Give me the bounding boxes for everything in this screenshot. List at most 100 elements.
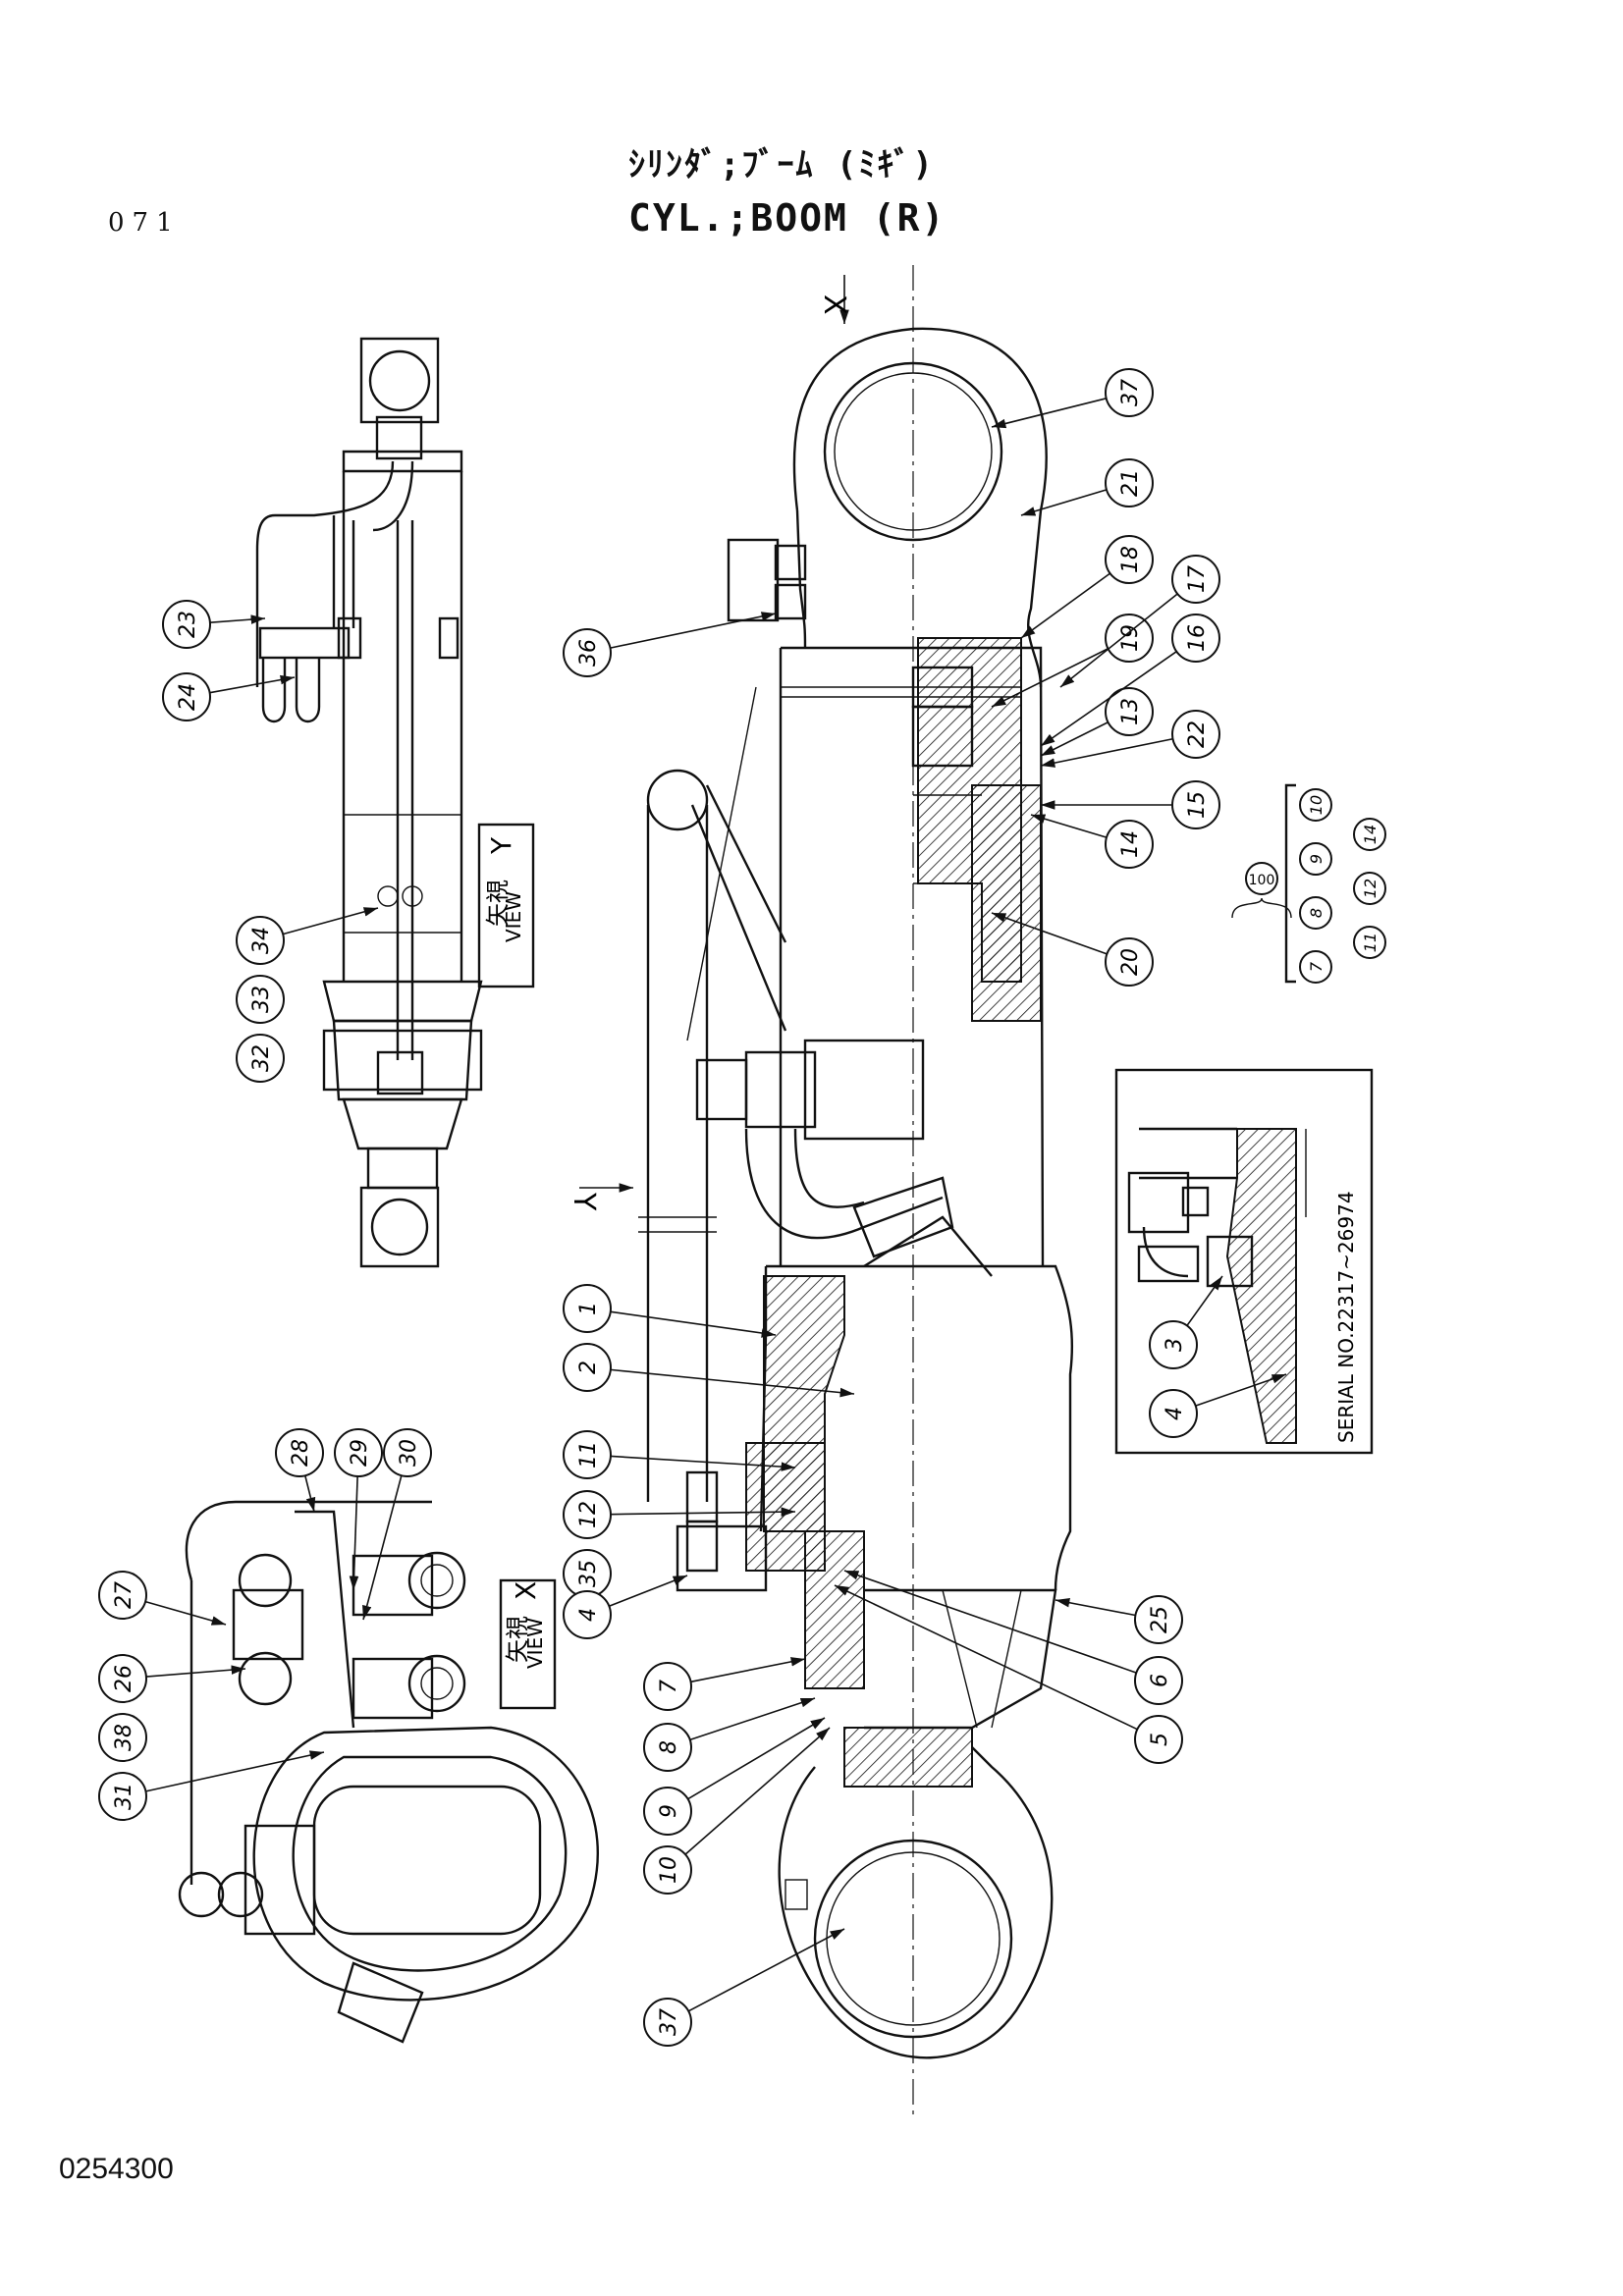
leader-c5 xyxy=(834,1584,1138,1731)
callout-number-c38: 38 xyxy=(112,1724,136,1751)
view-x-label-en: VIEW xyxy=(523,1618,547,1669)
leader-c37a xyxy=(991,398,1107,429)
kit-item-number-11: 11 xyxy=(1361,933,1380,952)
callout-bubble-c38 xyxy=(98,1713,147,1762)
callout-number-c37b: 37 xyxy=(657,2008,681,2036)
leader-c17 xyxy=(1059,593,1178,688)
leader-c4 xyxy=(609,1575,688,1607)
arrow-y-label: Y xyxy=(567,1192,601,1211)
callout-number-c4i: 4 xyxy=(1163,1407,1187,1420)
serial-inset: SERIAL NO.22317~26974 xyxy=(1114,1068,1374,1455)
kit-item-number-14: 14 xyxy=(1361,825,1380,844)
leader-c37b xyxy=(687,1928,845,2012)
callout-number-c16: 16 xyxy=(1185,624,1210,652)
callout-number-c34: 34 xyxy=(249,927,274,954)
leader-c18 xyxy=(1020,572,1111,639)
view-y-letter: Y xyxy=(485,836,517,855)
callout-bubble-c8 xyxy=(643,1723,692,1772)
callout-bubble-c31 xyxy=(98,1772,147,1821)
leader-c26 xyxy=(145,1665,246,1678)
callout-number-c11: 11 xyxy=(576,1441,601,1468)
leader-c29 xyxy=(349,1475,359,1591)
leader-c21 xyxy=(1020,489,1108,516)
callout-bubble-c16 xyxy=(1171,614,1220,663)
callout-number-c37a: 37 xyxy=(1118,379,1143,406)
callout-number-c6: 6 xyxy=(1148,1674,1172,1687)
leader-c4i xyxy=(1195,1373,1287,1407)
view-x-drawing: 矢視 VIEW X xyxy=(178,1500,599,2044)
callout-number-c2: 2 xyxy=(576,1361,601,1374)
kit-item-bubble-9 xyxy=(1299,842,1332,876)
view-x-letter: X xyxy=(510,1581,542,1600)
callout-number-c23: 23 xyxy=(176,611,200,638)
drawing-number: 0254300 xyxy=(59,2153,174,2185)
callout-number-c22: 22 xyxy=(1185,721,1210,748)
callout-number-c20: 20 xyxy=(1118,948,1143,976)
leader-c24 xyxy=(209,674,296,694)
callout-bubble-c2 xyxy=(563,1343,612,1392)
leader-c36 xyxy=(610,612,777,649)
callout-number-c24: 24 xyxy=(176,683,200,711)
kit-item-number-10: 10 xyxy=(1307,795,1325,815)
serial-note: SERIAL NO.22317~26974 xyxy=(1334,1191,1358,1443)
callout-bubble-c30 xyxy=(383,1428,432,1477)
callout-bubble-c4i xyxy=(1149,1389,1198,1438)
callout-number-c36: 36 xyxy=(576,639,601,667)
kit-item-bubble-10 xyxy=(1299,788,1332,822)
leader-c22 xyxy=(1040,737,1173,768)
leader-c30 xyxy=(362,1474,403,1621)
callout-bubble-c37a xyxy=(1105,368,1154,417)
callout-number-c35: 35 xyxy=(576,1560,601,1587)
leader-c25 xyxy=(1055,1597,1136,1617)
callout-number-c15: 15 xyxy=(1185,791,1210,819)
callout-bubble-c4 xyxy=(563,1590,612,1639)
kit-item-number-12: 12 xyxy=(1361,879,1380,898)
callout-number-c3i: 3 xyxy=(1163,1338,1187,1352)
callout-bubble-c23 xyxy=(162,600,211,649)
callout-bubble-c17 xyxy=(1171,555,1220,604)
callout-bubble-c28 xyxy=(275,1428,324,1477)
title-english: CYL.;BOOM (R) xyxy=(628,196,947,240)
kit-item-number-9: 9 xyxy=(1307,854,1325,864)
view-arrow-y: Y xyxy=(567,1183,633,1211)
leader-c27 xyxy=(144,1600,227,1626)
view-y-label-jp: 矢視 xyxy=(484,880,512,927)
leader-c8 xyxy=(689,1697,816,1741)
view-y-label-en: VIEW xyxy=(502,891,525,942)
callout-number-c27: 27 xyxy=(112,1581,136,1609)
callout-bubble-c22 xyxy=(1171,710,1220,759)
kit-item-number-7: 7 xyxy=(1307,961,1325,972)
callout-bubble-c6 xyxy=(1134,1656,1183,1705)
leader-c6 xyxy=(843,1570,1137,1674)
callout-bubble-c5 xyxy=(1134,1715,1183,1764)
main-cylinder-section xyxy=(638,265,1074,2120)
arrow-x-label: X xyxy=(817,294,851,315)
leader-c9 xyxy=(687,1717,826,1800)
callout-number-c18: 18 xyxy=(1118,546,1143,573)
callout-bubble-c33 xyxy=(236,975,285,1024)
callout-number-c30: 30 xyxy=(397,1439,421,1467)
callout-number-c8: 8 xyxy=(657,1740,681,1754)
leader-c23 xyxy=(209,614,266,624)
callout-number-c7: 7 xyxy=(657,1680,681,1693)
callout-bubble-c1 xyxy=(563,1284,612,1333)
leader-c7 xyxy=(690,1657,806,1683)
callout-bubble-c27 xyxy=(98,1571,147,1620)
callout-number-c9: 9 xyxy=(657,1804,681,1818)
callout-bubble-c7 xyxy=(643,1662,692,1711)
callout-bubble-c12 xyxy=(563,1490,612,1539)
callout-bubble-c10 xyxy=(643,1845,692,1895)
callout-bubble-c11 xyxy=(563,1430,612,1479)
kit-item-bubble-12 xyxy=(1353,872,1386,905)
kit-item-bubble-7 xyxy=(1299,950,1332,984)
callout-bubble-c21 xyxy=(1105,458,1154,507)
leader-c14 xyxy=(1030,814,1108,838)
callout-bubble-c29 xyxy=(334,1428,383,1477)
callout-bubble-c20 xyxy=(1105,937,1154,987)
leader-c1 xyxy=(610,1310,777,1338)
leader-c34 xyxy=(282,907,379,935)
